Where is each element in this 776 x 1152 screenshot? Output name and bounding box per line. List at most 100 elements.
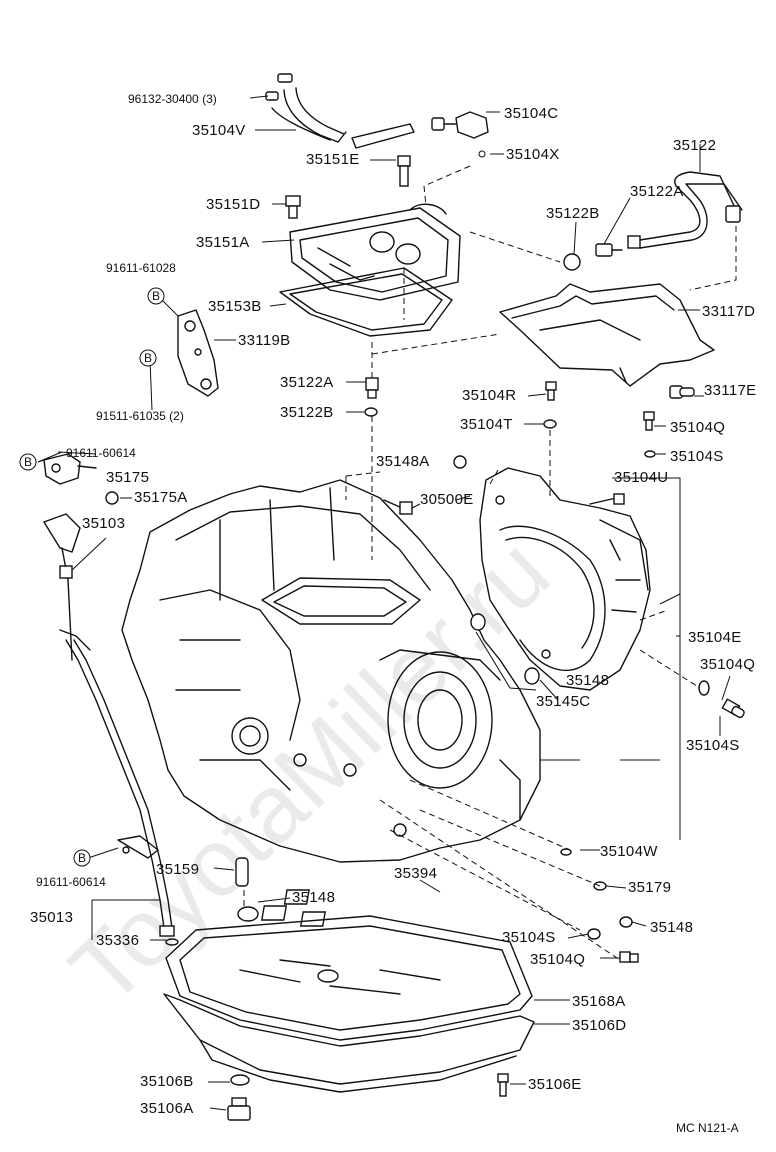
fitting-35122a-top [595, 243, 623, 257]
bolt-marker-b-2: B [139, 349, 157, 367]
gasket-35106b [230, 1074, 250, 1086]
label-35104s-1: 35104S [670, 448, 724, 465]
bolt-marker-b-4: B [73, 849, 91, 867]
label-35179: 35179 [628, 879, 671, 896]
bolt-35104u [589, 493, 625, 505]
seal-35336 [165, 938, 179, 946]
label-91611-60614-a: 91611-60614 [66, 446, 136, 460]
magnets-35394 [260, 889, 327, 927]
label-35336: 35336 [96, 932, 139, 949]
plug-35104r [545, 381, 557, 401]
seal-35104s-2 [698, 680, 710, 696]
dipstick-35103 [43, 513, 81, 661]
filler-tube-35013 [59, 629, 175, 937]
plug-35148-2 [619, 916, 633, 928]
label-96132-30400: 96132-30400 (3) [128, 92, 217, 106]
bolt-30500e [383, 499, 413, 515]
label-33117d: 33117D [702, 303, 755, 320]
heat-shield-33117d [499, 283, 715, 387]
speed-sensor [43, 453, 97, 485]
plug-35148-3 [237, 906, 259, 922]
label-35104c: 35104C [504, 105, 558, 122]
plug-35104q-3 [619, 951, 639, 963]
label-35104v: 35104V [192, 122, 246, 139]
label-35106b: 35106B [140, 1073, 194, 1090]
label-35151d: 35151D [206, 196, 260, 213]
label-35104s-2: 35104S [686, 737, 740, 754]
label-91611-60614-b: 91611-60614 [36, 875, 106, 889]
plug-35104q-1 [643, 411, 655, 431]
label-35104q-3: 35104Q [530, 951, 585, 968]
label-35104r: 35104R [462, 387, 516, 404]
label-35104x: 35104X [506, 146, 560, 163]
label-35151a: 35151A [196, 234, 250, 251]
label-35104u: 35104U [614, 469, 668, 486]
bolt-33117e [669, 385, 695, 399]
label-35148a: 35148A [376, 453, 430, 470]
seal-35104x [478, 150, 486, 158]
label-33117e: 33117E [704, 382, 756, 399]
oring-35175a [105, 491, 119, 505]
label-35122b-top: 35122B [546, 205, 600, 222]
transaxle-housing [479, 467, 651, 691]
seal-35104s-1 [644, 450, 656, 458]
watermark: ToyotaMiller.ru [50, 518, 570, 1025]
bolt-35104q-2 [721, 698, 745, 719]
label-35104w: 35104W [600, 843, 658, 860]
label-35122a: 35122A [280, 374, 334, 391]
seal-35104s-3 [587, 928, 601, 940]
svg-text:B: B [152, 289, 160, 303]
label-35122b: 35122B [280, 404, 334, 421]
valve-body-cover-35151a [289, 203, 461, 301]
drain-plug-35106a [227, 1097, 251, 1121]
svg-text:B: B [78, 851, 86, 865]
fitting-35122a [365, 377, 379, 399]
label-91511-61035: 91511-61035 (2) [96, 409, 184, 423]
diagram-code: MC N121-A [676, 1121, 739, 1135]
label-35104q-1: 35104Q [670, 419, 725, 436]
pin-35159 [235, 857, 249, 887]
leader-lines [37, 95, 731, 1111]
label-35013: 35013 [30, 909, 73, 926]
label-35104s-3: 35104S [502, 929, 556, 946]
label-33119b: 33119B [238, 332, 290, 349]
label-35159: 35159 [156, 861, 199, 878]
seal-35122b-top [563, 253, 581, 271]
label-35104t: 35104T [460, 416, 513, 433]
label-35106d: 35106D [572, 1017, 626, 1034]
bracket-33119b [177, 309, 219, 397]
label-35104e: 35104E [688, 629, 742, 646]
pipe-35122 [627, 171, 743, 249]
label-35151e: 35151E [306, 151, 360, 168]
label-91611-61028: 91611-61028 [106, 261, 176, 275]
label-35148-2: 35148 [650, 919, 693, 936]
oil-pan-gasket-35168a [165, 915, 533, 1041]
svg-text:B: B [144, 351, 152, 365]
label-35106a: 35106A [140, 1100, 194, 1117]
label-35153b: 35153B [208, 298, 262, 315]
assembly-dash-lines [243, 165, 737, 961]
bolt-35151d [285, 195, 301, 219]
oil-pan-35106d [163, 959, 535, 1093]
label-35168a: 35168A [572, 993, 626, 1010]
label-35104q-2: 35104Q [700, 656, 755, 673]
bolt-35106e [497, 1073, 509, 1097]
label-35145c: 35145C [536, 693, 590, 710]
bolt-35151e [397, 155, 411, 187]
seal-35104t [543, 419, 557, 429]
label-35175a: 35175A [134, 489, 188, 506]
label-35148-1: 35148 [566, 672, 609, 689]
label-35106e: 35106E [528, 1076, 582, 1093]
label-35122a-top: 35122A [630, 183, 684, 200]
svg-text:B: B [24, 455, 32, 469]
label-35122: 35122 [673, 137, 716, 154]
label-35148-3: 35148 [292, 889, 335, 906]
label-30500e: 30500E [420, 491, 474, 508]
bolt-marker-b-1: B [147, 287, 165, 305]
bolt-marker-b-3: B [19, 453, 37, 471]
label-35175: 35175 [106, 469, 149, 486]
label-35394: 35394 [394, 865, 437, 882]
plug-35148-1 [524, 667, 540, 685]
